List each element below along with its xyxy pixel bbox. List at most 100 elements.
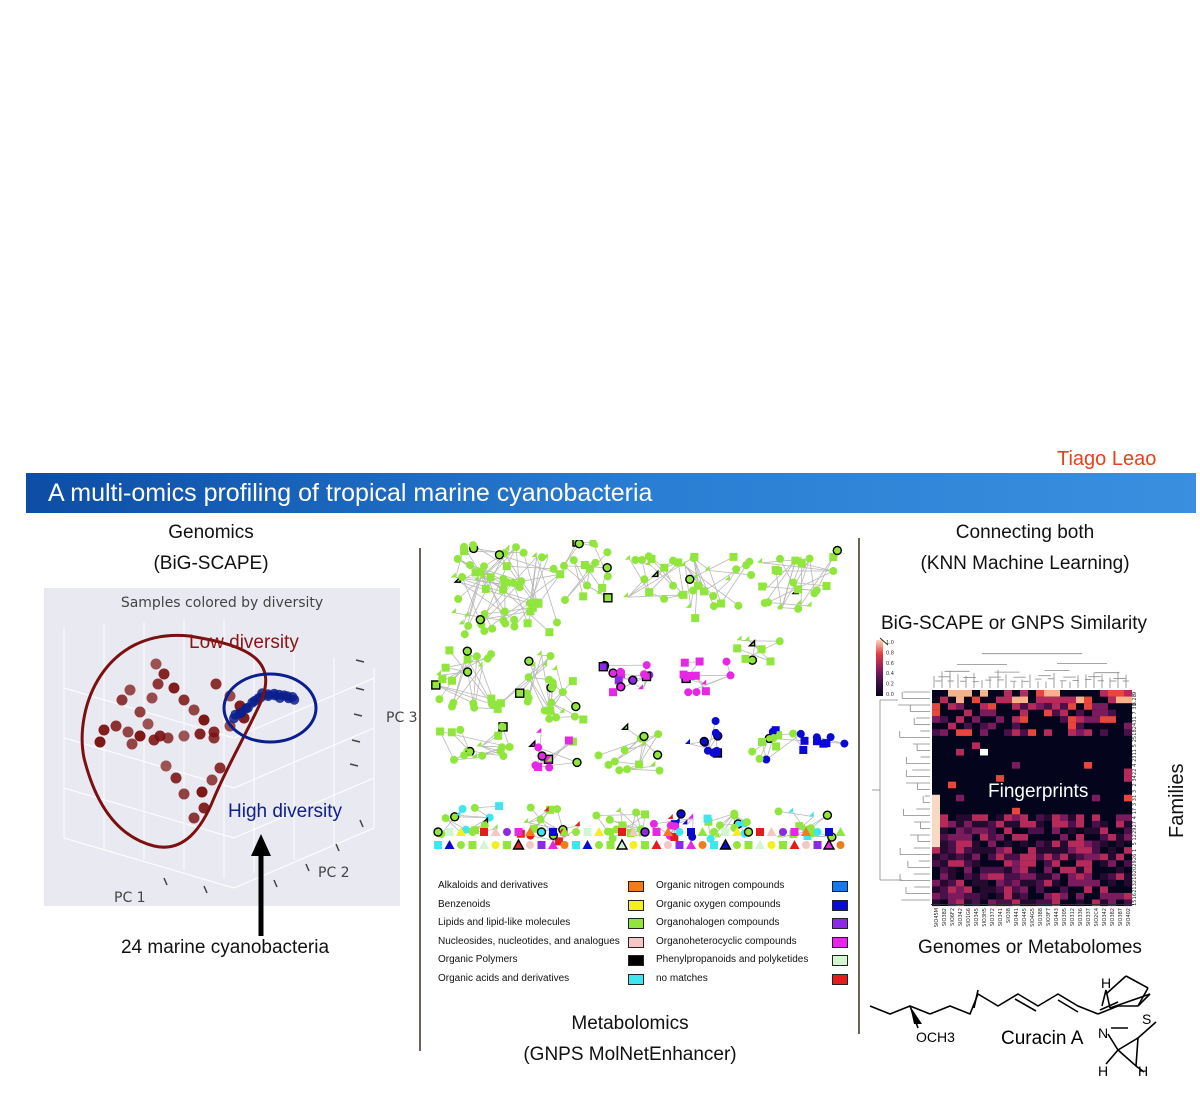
network-node-circle	[711, 717, 720, 725]
network-node-triangle	[455, 810, 461, 816]
network-node-circle	[461, 825, 470, 834]
low-diversity-point	[188, 704, 200, 716]
low-diversity-point	[188, 812, 200, 824]
heatmap-cell	[948, 873, 956, 880]
heatmap-cell	[1020, 820, 1028, 828]
network-edge	[481, 580, 522, 625]
heatmap-cell	[1020, 879, 1028, 887]
heatmap-cell	[1100, 703, 1108, 710]
network-node-square	[514, 688, 525, 698]
network-node-circle	[549, 564, 558, 573]
atom-h-left: H	[1098, 1063, 1108, 1079]
network-node-circle	[591, 558, 600, 567]
network-node-triangle	[624, 554, 630, 560]
family-tick-label: 3	[1132, 790, 1138, 793]
network-edge	[463, 546, 506, 612]
genome-tick-label: SIO305	[1062, 908, 1068, 927]
network-edge	[530, 835, 559, 842]
network-node-circle	[813, 828, 822, 836]
genome-tick-label: SIO2C4	[1094, 908, 1100, 927]
network-edge	[627, 768, 660, 771]
network-node-triangle	[776, 604, 782, 610]
genome-tick-label: SIO337	[1086, 908, 1092, 927]
axis-tick	[353, 713, 363, 717]
family-tick-label: 34	[1132, 775, 1138, 781]
network-edge	[775, 569, 783, 610]
heatmap-cell	[1084, 873, 1092, 880]
axis-tick	[273, 879, 278, 888]
heatmap-cell	[1108, 899, 1116, 907]
heatmap-cell	[972, 742, 980, 750]
legend-item: Organic nitrogen compounds	[656, 880, 852, 892]
network-node-square	[549, 828, 557, 836]
network-node-circle	[836, 841, 845, 849]
network-node-triangle	[504, 544, 510, 550]
network-node-circle	[810, 589, 819, 598]
network-node-circle	[606, 828, 615, 836]
heatmap-cell	[1092, 847, 1100, 854]
heatmap-cell	[980, 892, 988, 900]
heatmap-cell	[1092, 899, 1100, 907]
network-node-square	[687, 672, 696, 680]
wedge-bond	[910, 1006, 922, 1024]
network-node-circle	[644, 552, 653, 561]
network-node-triangle	[663, 827, 673, 836]
network-node-circle	[572, 757, 582, 768]
molecule-name: Curacin A	[1001, 1028, 1084, 1049]
heatmap-cell	[1108, 716, 1116, 723]
heatmap-cell	[1044, 840, 1052, 848]
network-node-square	[431, 680, 441, 690]
heatmap-cell	[1076, 820, 1084, 828]
network-node-circle	[572, 828, 580, 836]
heatmap-cell	[948, 899, 956, 907]
family-tick-label: 5	[1132, 842, 1138, 845]
network-node-square	[772, 742, 781, 751]
heatmap-cell	[1076, 866, 1084, 874]
network-node-square	[572, 841, 580, 849]
network-node-square	[641, 810, 649, 819]
heatmap-cell	[1004, 879, 1012, 887]
heatmap-cell	[964, 820, 972, 828]
network-node-circle	[745, 557, 754, 566]
legend-swatch	[832, 899, 848, 911]
heatmap-cell	[964, 860, 972, 867]
legend-label: Benzenoids	[438, 898, 491, 910]
network-node-square	[618, 828, 626, 836]
heatmap-cell	[972, 847, 980, 854]
heatmap-cell	[1076, 722, 1084, 730]
heatmap-cell	[1108, 834, 1116, 841]
heatmap-cell	[932, 709, 940, 717]
heatmap-cell	[1092, 794, 1100, 802]
heatmap-cell	[956, 834, 964, 841]
atom-s: S	[1142, 1011, 1151, 1027]
network-edge	[709, 570, 752, 576]
network-edge	[762, 586, 817, 591]
network-node-triangle	[789, 840, 800, 849]
network-node-square	[799, 746, 808, 754]
network-node-circle	[603, 548, 612, 557]
network-node-square	[641, 841, 649, 849]
legend-item: Phenylpropanoids and polyketides	[656, 954, 852, 967]
heatmap-cell	[932, 794, 940, 848]
network-node-circle	[840, 739, 849, 748]
network-node-circle	[748, 747, 757, 756]
network-node-triangle	[458, 619, 464, 625]
network-edge	[649, 564, 674, 586]
heatmap-cell	[1036, 696, 1044, 704]
genome-tick-label: SIO387	[1118, 908, 1124, 927]
network-node-circle	[441, 814, 450, 823]
low-diversity-point	[210, 678, 222, 690]
heatmap-cell	[940, 827, 948, 835]
heatmap-cell	[1028, 866, 1036, 874]
genomics-title: Genomics	[168, 522, 254, 543]
heatmap-cell	[956, 690, 964, 697]
heatmap-cell	[1100, 840, 1108, 848]
heatmap-cell	[1012, 873, 1020, 880]
network-node-triangle	[674, 817, 680, 823]
heatmap-cell	[996, 820, 1004, 828]
heatmap-cell	[1012, 834, 1020, 841]
family-tick-label: 32	[1132, 880, 1138, 886]
network-node-square	[496, 699, 505, 708]
network-node-triangle	[559, 827, 570, 836]
heatmap-cell	[1060, 709, 1068, 717]
